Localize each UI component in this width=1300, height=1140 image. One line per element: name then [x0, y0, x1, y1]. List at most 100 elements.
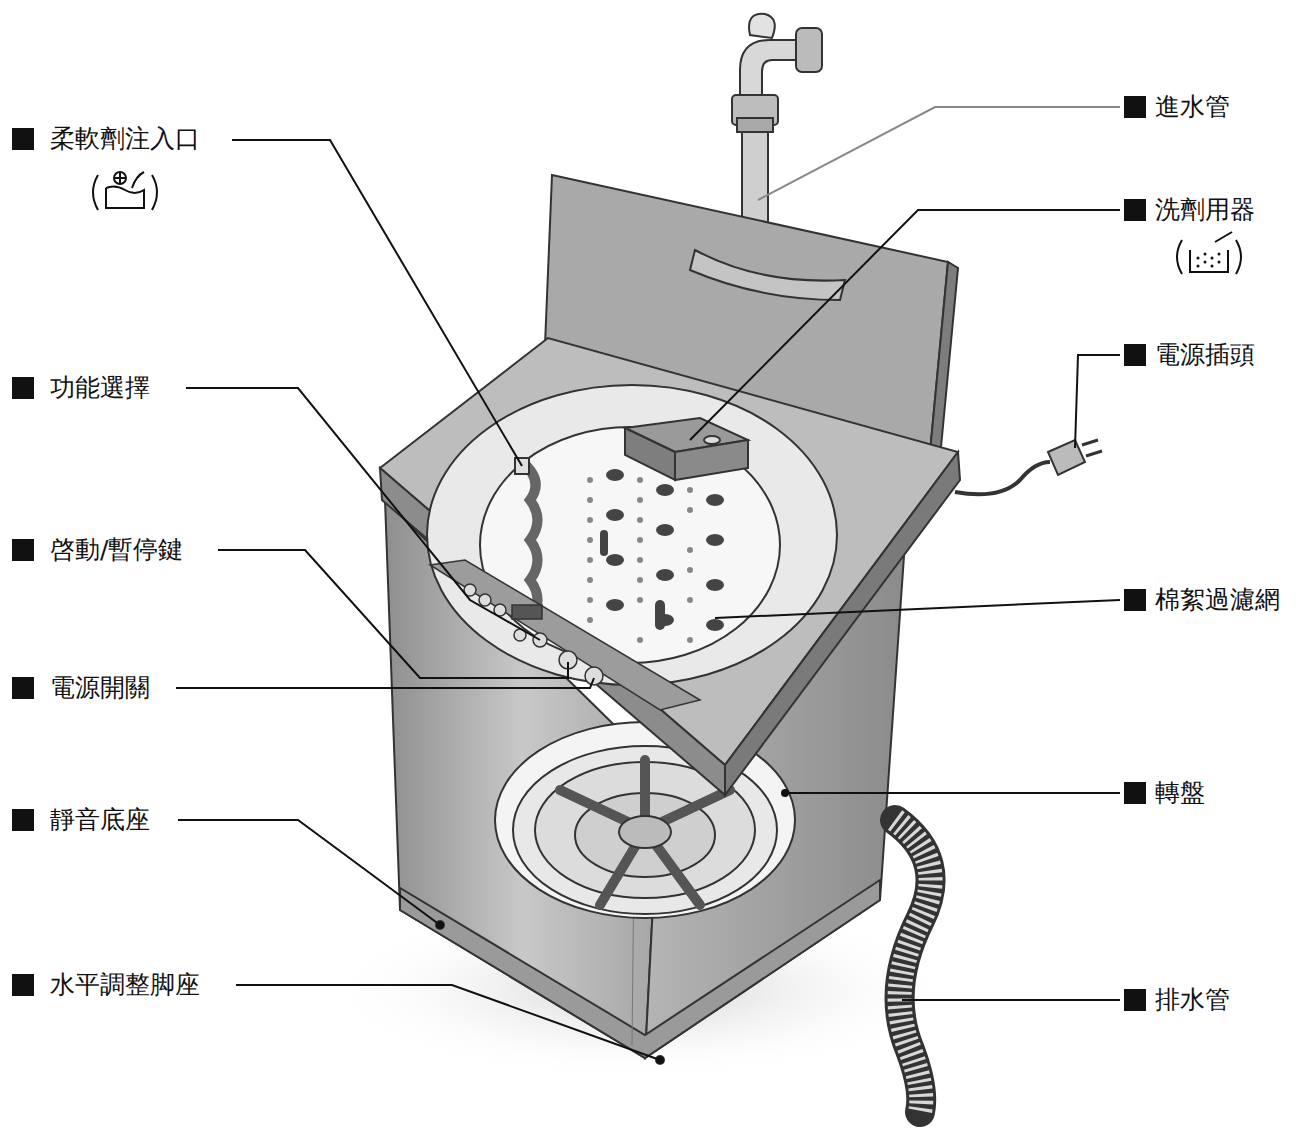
- drum-shape-shape: [687, 487, 693, 493]
- power-cord-shape: [1048, 440, 1085, 475]
- part-label: 排水管: [1155, 984, 1230, 1016]
- detergent-icon-shape: [1177, 240, 1182, 274]
- detergent-icon-shape-shape: [1197, 265, 1200, 268]
- bullet-squares-shape: [12, 539, 34, 561]
- power-cord-shape: [955, 462, 1050, 494]
- leader-lines-shape: [186, 388, 540, 640]
- bullet-squares-shape: [12, 377, 34, 399]
- drum-shape-shape: [656, 569, 674, 581]
- inlet-hose-shape: [737, 118, 773, 132]
- drum-shape-shape: [587, 477, 593, 483]
- part-label: 水平調整脚座: [50, 969, 200, 1001]
- drum-shape-shape: [637, 537, 643, 543]
- leader-lines-shape-shape: [436, 921, 444, 929]
- inlet-hose-shape: [749, 14, 775, 38]
- detergent-box-shape: [625, 428, 675, 480]
- drum-shape-shape: [606, 599, 624, 611]
- power-cord-shape: [1082, 440, 1102, 456]
- bullet-squares-shape: [12, 128, 34, 150]
- bullet-squares-shape: [12, 974, 34, 996]
- top-panel-shape: [380, 338, 958, 765]
- drum-shape-shape: [587, 497, 593, 503]
- drum-shape-shape: [587, 537, 593, 543]
- leader-lines-shape: [1075, 355, 1120, 448]
- leader-lines-shape: [902, 999, 1120, 1001]
- feet-shape: [655, 1055, 665, 1065]
- drum-shape-shape: [637, 517, 643, 523]
- bullet-squares-shape: [1124, 782, 1146, 804]
- top-panel-shape: [480, 427, 780, 663]
- part-label: 功能選擇: [50, 372, 150, 404]
- detergent-icon-shape-shape: [1218, 253, 1221, 256]
- drum-shape-shape: [687, 507, 693, 513]
- power-cord: [955, 440, 1102, 494]
- inlet-hose-shape: [796, 28, 822, 72]
- drum-shape-shape: [656, 484, 674, 496]
- part-label: 柔軟劑注入口: [50, 123, 200, 155]
- drum-shape-shape: [637, 477, 643, 483]
- drum-shape-shape: [587, 557, 593, 563]
- detergent-icon-shape-shape: [1204, 253, 1207, 256]
- softener-icon-shape: [132, 172, 144, 188]
- softener-icon: [93, 172, 157, 210]
- drum-shape-shape: [587, 597, 593, 603]
- bullet-squares-shape: [1124, 989, 1146, 1011]
- part-label: 進水管: [1155, 91, 1230, 123]
- bullet-squares-shape: [12, 809, 34, 831]
- drum-shape-shape: [687, 597, 693, 603]
- drum-shape-shape: [637, 597, 643, 603]
- leader-lines-shape: [690, 210, 1120, 440]
- drum-shape-shape: [687, 637, 693, 643]
- detergent-icon: [1177, 232, 1241, 274]
- leader-lines-shape-shape: [781, 789, 789, 797]
- detergent-icon-shape: [1236, 240, 1241, 274]
- detergent-icon-shape-shape: [1197, 257, 1200, 260]
- drum-shape-shape: [637, 577, 643, 583]
- detergent-icon-shape-shape: [1211, 265, 1214, 268]
- bullet-squares-shape: [1124, 199, 1146, 221]
- drum-shape-shape: [655, 600, 665, 630]
- control-panel-shape: [479, 594, 491, 606]
- lid-shape: [690, 250, 845, 300]
- softener-icon-shape: [93, 175, 98, 210]
- drum-shape-shape: [637, 497, 643, 503]
- leader-lines-shape: [232, 140, 522, 466]
- bullet-squares-shape: [1124, 96, 1146, 118]
- part-label: 棉絮過濾網: [1155, 584, 1280, 616]
- drum-shape-shape: [637, 557, 643, 563]
- drum-shape-shape: [587, 577, 593, 583]
- detergent-icon-shape-shape: [1204, 261, 1207, 264]
- drum-shape-shape: [656, 524, 674, 536]
- drum-shape-shape: [706, 619, 724, 631]
- detergent-icon-shape: [1190, 250, 1228, 272]
- detergent-box: [625, 418, 748, 480]
- drum-shape-shape: [706, 494, 724, 506]
- feet: [435, 920, 665, 1065]
- bullet-squares-shape: [1124, 344, 1146, 366]
- bullet-squares-shape: [1124, 589, 1146, 611]
- drum-shape-shape: [687, 547, 693, 553]
- leader-lines-shape-shape: [656, 1056, 664, 1064]
- pulsator-shape-shape: [560, 760, 730, 905]
- detergent-icon-shape-shape: [1211, 257, 1214, 260]
- drain-hose-shape: [895, 820, 931, 1112]
- detergent-box-shape: [704, 436, 720, 444]
- bullet-squares-shape: [12, 677, 34, 699]
- drum-shape-shape: [600, 530, 608, 556]
- top-panel-shape: [427, 385, 837, 685]
- drain-hose-shape: [895, 820, 931, 1112]
- part-label: 電源開關: [50, 672, 150, 704]
- leader-lines-shape: [785, 792, 1120, 794]
- drum-shape-shape: [706, 534, 724, 546]
- softener-icon-shape: [114, 172, 126, 184]
- drum-shape-shape: [606, 509, 624, 521]
- bullet-squares: [12, 96, 1146, 1011]
- leader-lines-shape: [715, 600, 1120, 618]
- softener-icon-shape: [106, 186, 144, 208]
- part-label: 靜音底座: [50, 804, 150, 836]
- leader-lines-shape: [178, 820, 440, 925]
- control-panel-shape: [585, 667, 603, 685]
- softener-icon-shape: [152, 175, 157, 210]
